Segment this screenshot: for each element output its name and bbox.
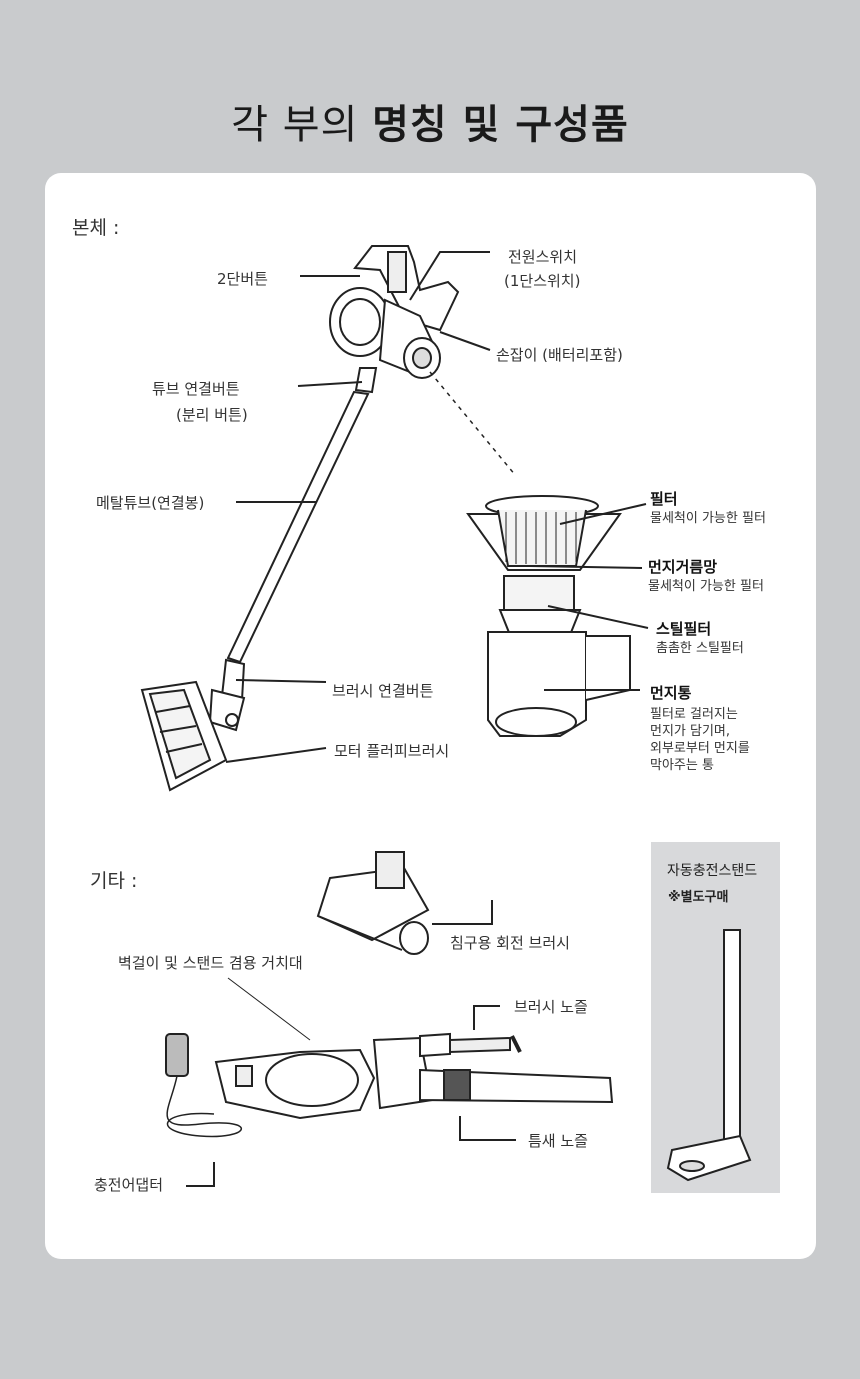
label-metal-tube: 메탈튜브(연결봉) (96, 494, 205, 512)
label-adapter: 충전어댑터 (94, 1176, 164, 1194)
label-tube-button: 튜브 연결버튼 (152, 380, 240, 398)
page-title: 각 부의 명칭 및 구성품 (231, 102, 629, 148)
body-section-label: 본체 : (72, 217, 120, 239)
label-brush-button: 브러시 연결버튼 (332, 682, 434, 700)
accessories-illustration (165, 1032, 614, 1138)
part-steel-desc: 촘촘한 스틸필터 (656, 641, 744, 656)
part-dustbin-desc: 필터로 걸러지는 먼지가 담기며, 외부로부터 먼지를 막아주는 통 (650, 707, 750, 773)
part-mesh-desc: 물세척이 가능한 필터 (648, 579, 764, 594)
stand-box (651, 842, 780, 1193)
label-wall-mount: 벽걸이 및 스탠드 겸용 거치대 (118, 954, 303, 972)
label-two-step-button: 2단버튼 (217, 270, 268, 288)
part-mesh-title: 먼지거름망 (648, 558, 718, 576)
stand-title: 자동충전스탠드 (667, 863, 758, 879)
label-power-switch: 전원스위치 (508, 248, 578, 266)
filter-illustration (466, 495, 631, 737)
label-handle: 손잡이 (배터리포함) (496, 346, 623, 364)
bed-brush-illustration (316, 851, 430, 955)
label-tube-button-sub: (분리 버튼) (176, 406, 248, 424)
label-brush-nozzle: 브러시 노즐 (514, 998, 588, 1016)
part-dustbin-title: 먼지통 (650, 684, 692, 702)
label-power-switch-sub: (1단스위치) (504, 272, 581, 290)
part-filter-title: 필터 (650, 490, 678, 508)
other-section-label: 기타 : (90, 870, 138, 892)
label-motor-brush: 모터 플러피브러시 (334, 742, 450, 760)
label-crevice-nozzle: 틈새 노즐 (528, 1132, 588, 1150)
stand-note: ※별도구매 (668, 890, 729, 905)
label-bed-brush: 침구용 회전 브러시 (450, 934, 570, 952)
part-filter-desc: 물세척이 가능한 필터 (650, 511, 766, 526)
leader-lines (186, 251, 649, 1187)
part-steel-title: 스틸필터 (656, 620, 712, 638)
vacuum-illustration (140, 245, 460, 792)
